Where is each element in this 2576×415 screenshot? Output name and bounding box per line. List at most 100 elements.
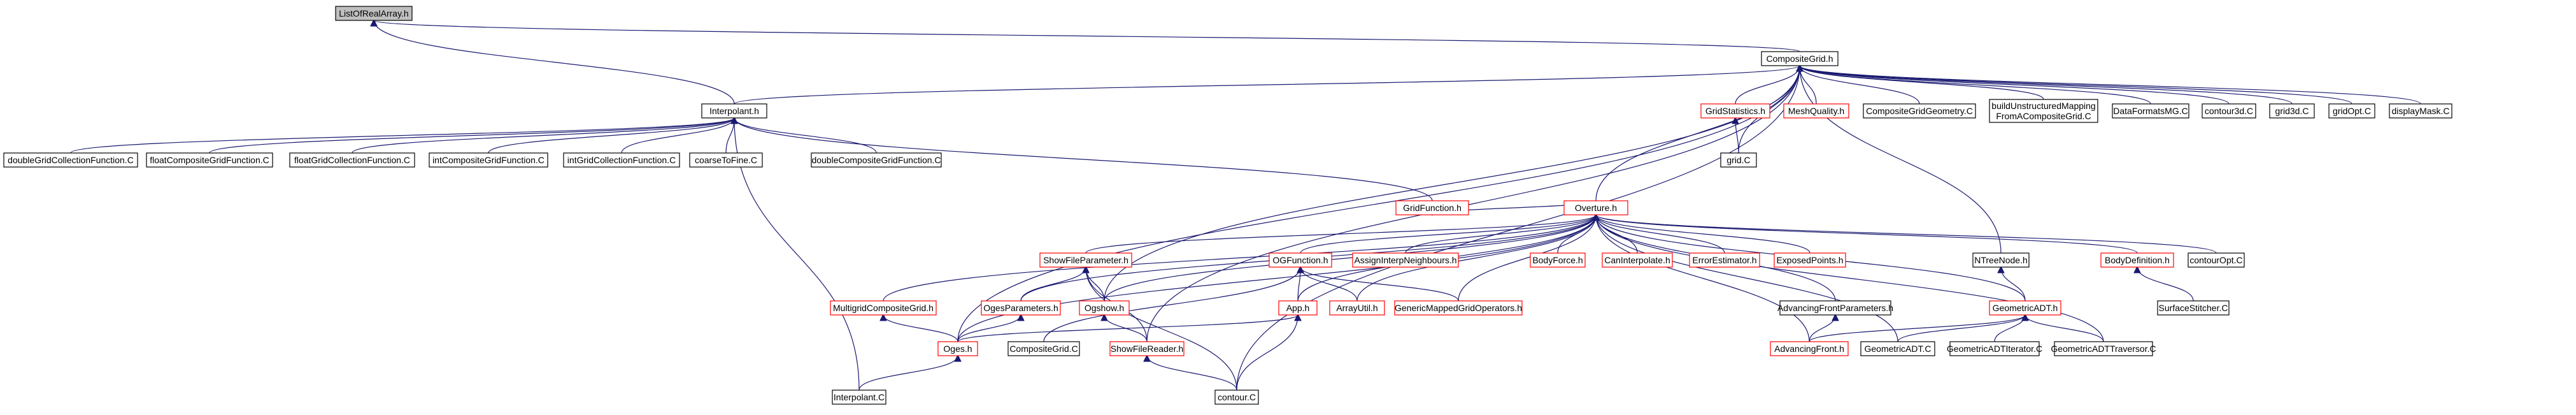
node-box	[1269, 252, 1332, 268]
node-label: BodyForce.h	[1532, 255, 1583, 265]
node-grid-statistics-h[interactable]: GridStatistics.h	[1700, 103, 1770, 119]
node-label: contour3d.C	[2205, 106, 2253, 116]
node-advancing-front-parameters-h[interactable]: AdvancingFrontParameters.h	[1777, 300, 1893, 316]
node-label: BodyDefinition.h	[2105, 255, 2170, 265]
node-contour-opt-c[interactable]: contourOpt.C	[2188, 252, 2245, 268]
node-int-grid-collection-function-c[interactable]: intGridCollectionFunction.C	[563, 152, 680, 168]
node-box	[563, 152, 680, 168]
node-box	[2054, 341, 2153, 356]
node-interpolant-c[interactable]: Interpolant.C	[832, 390, 886, 405]
node-body-definition-h[interactable]: BodyDefinition.h	[2100, 252, 2174, 268]
edge-array-util-h-to-overture-h	[1356, 215, 1596, 302]
node-label: AssignInterpNeighbours.h	[1354, 255, 1456, 265]
node-multigrid-composite-grid-h[interactable]: MultigridCompositeGrid.h	[830, 300, 937, 316]
edge-interpolant-c-to-oges-h	[858, 356, 958, 391]
node-advancing-front-h[interactable]: AdvancingFront.h	[1770, 341, 1849, 356]
edge-multigrid-composite-grid-h-to-overture-h	[883, 215, 1596, 302]
node-box	[146, 152, 273, 168]
node-grid3d-c[interactable]: grid3d.C	[2269, 103, 2315, 119]
edge-geometric-adt-c-to-geometric-adt-h	[1897, 315, 2025, 342]
node-show-file-reader-h[interactable]: ShowFileReader.h	[1109, 341, 1185, 356]
node-surface-stitcher-c[interactable]: SurfaceStitcher.C	[2157, 300, 2230, 316]
node-ogshow-h[interactable]: Ogshow.h	[1079, 300, 1130, 316]
edge-array-util-h-to-ogfunction-h	[1300, 267, 1358, 302]
edge-contour-c-to-show-file-reader-h	[1147, 356, 1237, 391]
edge-composite-grid-c-to-ogfunction-h	[1043, 267, 1300, 342]
node-ntree-node-h[interactable]: NTreeNode.h	[1972, 252, 2030, 268]
node-label: Oges.h	[943, 344, 972, 354]
node-can-interpolate-h[interactable]: CanInterpolate.h	[1602, 252, 1673, 268]
node-build-unstructured-c[interactable]: buildUnstructuredMappingFromACompositeGr…	[1989, 99, 2098, 123]
edge-oges-h-to-overture-h	[957, 215, 1596, 342]
node-grid-c[interactable]: grid.C	[1720, 152, 1757, 168]
node-contour-c[interactable]: contour.C	[1214, 390, 1259, 405]
node-generic-mapped-grid-operators-h[interactable]: GenericMappedGridOperators.h	[1394, 300, 1523, 316]
node-coarse-to-fine-c[interactable]: coarseToFine.C	[689, 152, 763, 168]
node-double-composite-grid-function-c[interactable]: doubleCompositeGridFunction.C	[811, 152, 942, 168]
node-box	[1770, 341, 1849, 356]
node-double-grid-collection-function-c[interactable]: doubleGridCollectionFunction.C	[3, 152, 138, 168]
node-display-mask-c[interactable]: displayMask.C	[2389, 103, 2452, 119]
node-composite-grid-c[interactable]: CompositeGrid.C	[1007, 341, 1080, 356]
node-label: floatCompositeGridFunction.C	[150, 155, 269, 165]
node-oges-parameters-h[interactable]: OgesParameters.h	[981, 300, 1061, 316]
node-label: CompositeGrid.C	[1009, 344, 1078, 354]
node-label: Overture.h	[1575, 203, 1617, 213]
node-assign-interp-neighbours-h[interactable]: AssignInterpNeighbours.h	[1352, 252, 1459, 268]
node-show-file-parameter-h[interactable]: ShowFileParameter.h	[1039, 252, 1132, 268]
node-box	[2157, 300, 2230, 316]
node-label: AdvancingFrontParameters.h	[1777, 303, 1893, 313]
node-geometric-adtiterator-c[interactable]: GeometricADTIterator.C	[1947, 341, 2042, 356]
node-label: grid.C	[1726, 155, 1750, 165]
edge-double-grid-collection-function-c-to-interpolant-h	[70, 118, 734, 154]
edge-contour3d-c-to-composite-grid-h	[1800, 66, 2230, 105]
node-box	[335, 6, 413, 21]
node-geometric-adt-c[interactable]: GeometricADT.C	[1860, 341, 1935, 356]
node-grid-function-h[interactable]: GridFunction.h	[1395, 200, 1469, 215]
node-geometric-adttraversor-c[interactable]: GeometricADTTraversor.C	[2051, 341, 2156, 356]
node-float-composite-grid-function-c[interactable]: floatCompositeGridFunction.C	[146, 152, 273, 168]
node-array-util-h[interactable]: ArrayUtil.h	[1329, 300, 1385, 316]
edge-contour-opt-c-to-overture-h	[1596, 215, 2217, 254]
node-contour3d-c[interactable]: contour3d.C	[2202, 103, 2256, 119]
node-int-composite-grid-function-c[interactable]: intCompositeGridFunction.C	[429, 152, 548, 168]
node-app-h[interactable]: App.h	[1278, 300, 1318, 316]
node-box	[1079, 300, 1130, 316]
edge-float-grid-collection-function-c-to-interpolant-h	[352, 118, 734, 154]
node-box	[2112, 103, 2189, 119]
node-exposed-points-h[interactable]: ExposedPoints.h	[1774, 252, 1846, 268]
node-oges-h[interactable]: Oges.h	[937, 341, 978, 356]
node-label: ListOfRealArray.h	[339, 8, 408, 18]
edge-grid-statistics-h-to-composite-grid-h	[1735, 66, 1800, 105]
node-body-force-h[interactable]: BodyForce.h	[1530, 252, 1586, 268]
node-ogfunction-h[interactable]: OGFunction.h	[1269, 252, 1332, 268]
node-composite-grid-h[interactable]: CompositeGrid.h	[1761, 51, 1839, 66]
node-mesh-quality-h[interactable]: MeshQuality.h	[1783, 103, 1849, 119]
node-composite-grid-geometry-c[interactable]: CompositeGridGeometry.C	[1863, 103, 1976, 119]
node-label: GridStatistics.h	[1705, 106, 1765, 116]
node-error-estimator-h[interactable]: ErrorEstimator.h	[1689, 252, 1760, 268]
node-label: Interpolant.C	[834, 392, 885, 402]
node-box	[689, 152, 763, 168]
node-label: NTreeNode.h	[1974, 255, 2028, 265]
node-box	[1352, 252, 1459, 268]
node-label: GeometricADT.h	[1993, 303, 2058, 313]
node-box	[2202, 103, 2256, 119]
edge-grid-opt-c-to-composite-grid-h	[1800, 66, 2352, 105]
node-box	[1860, 341, 1935, 356]
edge-float-composite-grid-function-c-to-interpolant-h	[209, 118, 734, 154]
edge-oges-h-to-app-h	[957, 315, 1298, 342]
node-list-of-real-array-h[interactable]: ListOfRealArray.h	[335, 6, 413, 21]
node-overture-h[interactable]: Overture.h	[1563, 200, 1628, 215]
node-data-formats-mg-c[interactable]: DataFormatsMG.C	[2112, 103, 2189, 119]
node-grid-opt-c[interactable]: gridOpt.C	[2328, 103, 2375, 119]
node-label: ShowFileParameter.h	[1043, 255, 1128, 265]
node-box	[429, 152, 548, 168]
node-float-grid-collection-function-c[interactable]: floatGridCollectionFunction.C	[289, 152, 415, 168]
edge-data-formats-mg-c-to-composite-grid-h	[1800, 66, 2151, 105]
node-geometric-adt-h[interactable]: GeometricADT.h	[1989, 300, 2061, 316]
edge-grid-c-to-grid-statistics-h	[1735, 118, 1739, 154]
node-label: doubleCompositeGridFunction.C	[811, 155, 941, 165]
node-interpolant-h[interactable]: Interpolant.h	[701, 103, 767, 119]
node-box	[1007, 341, 1080, 356]
